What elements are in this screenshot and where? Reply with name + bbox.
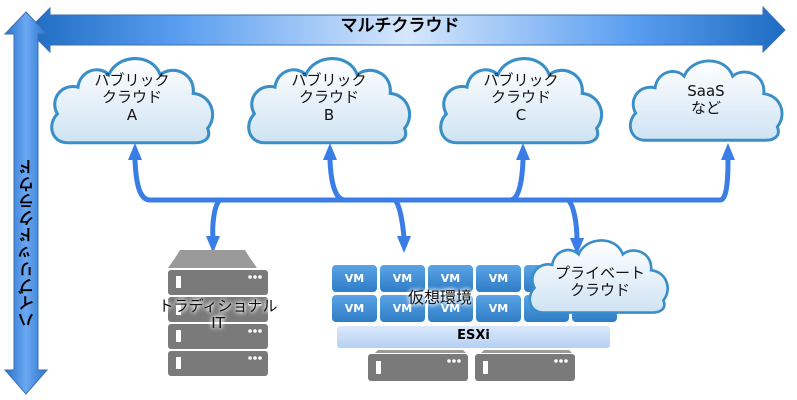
label-line: IT: [211, 314, 225, 333]
vm-label: VM: [488, 272, 509, 285]
cloud-label-line: クラウド: [490, 88, 551, 107]
cloud-public-c-label: パブリック クラウド C: [471, 71, 571, 124]
vm-box: [332, 295, 377, 322]
cloud-label-line: SaaS: [687, 82, 725, 100]
vm-box: [428, 295, 473, 322]
vm-label: VM: [344, 302, 365, 315]
vm-label: VM: [440, 272, 461, 285]
hybridcloud-arrow: [3, 11, 49, 395]
vm-label: VM: [488, 302, 509, 315]
rack-unit: [168, 270, 268, 295]
vm-box: [380, 265, 425, 292]
cloud-label-line: クラウド: [101, 88, 162, 107]
cloud-label-line: パブリック: [94, 71, 170, 89]
vm-box: [332, 265, 377, 292]
vm-label: VM: [392, 302, 413, 315]
virtual-env-label: 仮想環境: [407, 288, 472, 307]
esxi-bar: [337, 326, 610, 348]
cloud-public-b-label: パブリック クラウド B: [279, 71, 379, 124]
label-line: トラディショナル: [158, 297, 278, 315]
vm-box: [380, 295, 425, 322]
cloud-label-line: クラウド: [569, 281, 630, 300]
vm-label: VM: [440, 302, 461, 315]
multicloud-label: マルチクラウド: [340, 16, 460, 36]
cloud-label-line: A: [126, 105, 138, 124]
cloud-label-line: パブリック: [483, 71, 559, 89]
cloud-label-line: プライベート: [554, 264, 645, 282]
esxi-label: ESXi: [457, 328, 490, 343]
cloud-public-a-label: パブリック クラウド A: [82, 71, 182, 124]
vm-label: VM: [344, 272, 365, 285]
multicloud-arrow: [27, 5, 786, 54]
rack-unit: [168, 324, 268, 349]
cloud-label-line: B: [323, 105, 335, 124]
connector-arrowheads: [128, 143, 735, 255]
cloud-saas-label: SaaS など: [656, 82, 756, 118]
server-rack: [168, 250, 268, 376]
cloud-label-line: パブリック: [291, 71, 367, 89]
cloud-private-label: プライベート クラウド: [545, 264, 655, 300]
host-server-1: [368, 350, 468, 381]
host-server-2: [475, 350, 575, 381]
vm-box: [476, 295, 521, 322]
vm-label: VM: [392, 272, 413, 285]
cloud-label-line: C: [515, 105, 527, 124]
connector-network: [132, 157, 731, 243]
rack-unit: [168, 297, 268, 322]
cloud-label-line: など: [690, 99, 721, 118]
cloud-label-line: クラウド: [298, 88, 359, 107]
hybridcloud-label: ハイブリッドクラウド: [18, 158, 37, 328]
vm-box: [476, 265, 521, 292]
traditional-it-label: トラディショナル IT: [148, 297, 288, 333]
rack-unit: [168, 351, 268, 376]
vm-box: [428, 265, 473, 292]
